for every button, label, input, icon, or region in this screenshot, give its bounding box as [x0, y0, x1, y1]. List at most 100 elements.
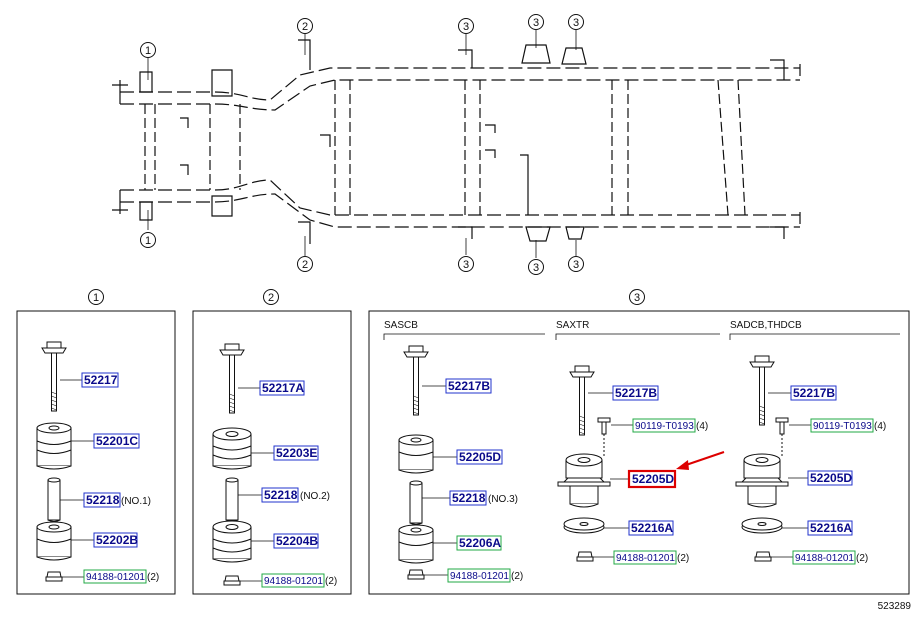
part-code-90119-T0193[interactable]: 90119-T0193 [813, 421, 872, 432]
frame-drawing [112, 39, 801, 244]
part-code-94188-01201[interactable]: 94188-01201 [616, 553, 675, 564]
cushion-52205D [735, 453, 789, 508]
highlighted-part-box[interactable] [627, 469, 677, 489]
bolt-52217B [749, 355, 775, 426]
callout-2-bottom: 2 [297, 256, 313, 272]
callout-2-top: 2 [297, 18, 313, 34]
part-code-94188-01201[interactable]: 94188-01201 [86, 572, 145, 583]
collar-no2 [225, 477, 239, 522]
collar-note: (NO.1) [121, 496, 151, 507]
panel-3-saxtr-parts [557, 365, 611, 562]
part-code-94188-01201[interactable]: 94188-01201 [795, 553, 854, 564]
panel-2-frame [192, 310, 352, 595]
part-code-52203E[interactable]: 52203E [276, 446, 317, 460]
panel-1-labels: 52217 52201C 52218 (NO.1) 52202B 94188-0… [60, 372, 159, 584]
screw-90119 [775, 417, 789, 435]
part-code-52201C[interactable]: 52201C [96, 434, 138, 448]
part-code-52205D[interactable]: 52205D [810, 471, 852, 485]
callout-3-d: 3 [458, 256, 474, 272]
panel-3-sadcb-parts [735, 355, 789, 562]
svg-text:3: 3 [573, 259, 579, 271]
part-code-90119-T0193[interactable]: 90119-T0193 [635, 421, 694, 432]
svg-text:1: 1 [145, 235, 151, 247]
svg-text:3: 3 [463, 259, 469, 271]
frame-leaders [147, 30, 577, 258]
screw-90119 [597, 417, 611, 435]
svg-text:2: 2 [268, 292, 274, 304]
nut-94188 [407, 569, 425, 580]
lower-cushion-52204B [212, 520, 252, 563]
upper-cushion-52201C [36, 422, 72, 470]
part-code-52218[interactable]: 52218 [264, 488, 298, 502]
svg-text:2: 2 [302, 259, 308, 271]
collar-note: (NO.2) [300, 491, 330, 502]
part-code-52204B[interactable]: 52204B [276, 534, 318, 548]
nut-qty: (2) [325, 576, 337, 587]
nut-94188 [754, 551, 772, 562]
svg-text:2: 2 [302, 21, 308, 33]
part-code-94188-01201[interactable]: 94188-01201 [450, 571, 509, 582]
callout-3-f: 3 [568, 256, 584, 272]
part-code-52202B[interactable]: 52202B [96, 533, 138, 547]
nut-94188 [45, 571, 63, 582]
part-code-52216A[interactable]: 52216A [810, 521, 852, 535]
part-code-52206A[interactable]: 52206A [459, 536, 501, 550]
part-code-52216A[interactable]: 52216A [631, 521, 673, 535]
screw-qty: (4) [696, 421, 708, 432]
panel-1-header: 1 [88, 289, 104, 305]
part-code-box[interactable] [81, 372, 119, 388]
svg-text:3: 3 [463, 21, 469, 33]
panel-3-sascb-parts [398, 345, 434, 580]
collar-no3 [409, 480, 423, 525]
group-label-sascb: SASCB [384, 320, 418, 331]
group-label-sadcb: SADCB,THDCB [730, 320, 802, 331]
lower-cushion-52202B [36, 521, 72, 561]
washer-52216A [563, 517, 605, 534]
panel-3-sascb-labels: 52217B 52205D 52218 (NO.3) 52206A 94188-… [422, 378, 523, 583]
bolt-52217A [219, 343, 245, 414]
panel-3-frame [368, 310, 910, 595]
panel-2-header: 2 [263, 289, 279, 305]
callout-1-bottom: 1 [140, 232, 156, 248]
svg-text:3: 3 [573, 17, 579, 29]
nut-94188 [576, 551, 594, 562]
panel-3-sadcb-labels: 52217B 90119-T0193 (4) 52205D 52216A 941… [768, 385, 886, 565]
highlight-arrow [676, 451, 725, 470]
panel-3-saxtr-labels: 52217B 90119-T0193 (4) 52205D 52216A 941… [588, 385, 708, 565]
panel-1-frame [16, 310, 176, 595]
part-code-52205D-highlighted[interactable]: 52205D [632, 472, 674, 486]
nut-qty: (2) [856, 553, 868, 564]
part-code-52217[interactable]: 52217 [84, 373, 118, 387]
nut-qty: (2) [147, 572, 159, 583]
cushion-52205D [557, 453, 611, 508]
lower-cushion-52206A [398, 524, 434, 564]
upper-cushion-52205D [398, 434, 434, 474]
svg-text:1: 1 [93, 292, 99, 304]
callout-3-e: 3 [528, 259, 544, 275]
svg-text:3: 3 [634, 292, 640, 304]
part-code-52217B[interactable]: 52217B [793, 386, 835, 400]
callout-3-c: 3 [568, 14, 584, 30]
callout-3-b: 3 [528, 14, 544, 30]
panel-1-parts [36, 341, 72, 582]
part-code-52217B[interactable]: 52217B [615, 386, 657, 400]
washer-52216A [741, 517, 783, 534]
part-code-52218[interactable]: 52218 [86, 493, 120, 507]
nut-qty: (2) [511, 571, 523, 582]
frame-callouts: 1 1 2 2 3 3 3 3 3 3 [140, 14, 584, 275]
part-code-52218[interactable]: 52218 [452, 491, 486, 505]
part-code-52217A[interactable]: 52217A [262, 381, 304, 395]
group-label-saxtr: SAXTR [556, 320, 589, 331]
group-brackets [383, 333, 900, 340]
callout-1-top: 1 [140, 42, 156, 58]
upper-cushion-52203E [212, 427, 252, 470]
collar-no1 [47, 477, 61, 522]
collar-note: (NO.3) [488, 494, 518, 505]
part-code-52205D[interactable]: 52205D [459, 450, 501, 464]
panel-3-header: 3 [629, 289, 645, 305]
bolt-52217B [403, 345, 429, 416]
svg-text:3: 3 [533, 262, 539, 274]
part-code-94188-01201[interactable]: 94188-01201 [264, 576, 323, 587]
part-code-52217B[interactable]: 52217B [448, 379, 490, 393]
